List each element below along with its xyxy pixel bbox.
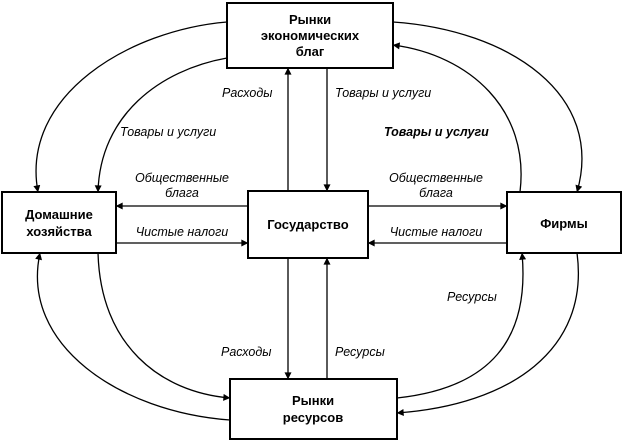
node-households-line2: хозяйства bbox=[26, 224, 92, 239]
edge-resources-to-households-outer bbox=[35, 252, 231, 421]
edge-firms-to-goods-outer bbox=[392, 42, 522, 193]
label-net-taxes-left: Чистые налоги bbox=[136, 225, 229, 239]
edge-goods-to-firms bbox=[392, 21, 583, 193]
node-goods-market-line3: благ bbox=[296, 44, 325, 59]
edge-resources-to-firms-inner bbox=[396, 252, 527, 399]
node-resource-market-line2: ресурсов bbox=[283, 410, 343, 425]
label-resources-bottom: Ресурсы bbox=[335, 345, 385, 359]
label-public-goods-right-line2: блага bbox=[419, 186, 453, 200]
node-firms: Фирмы bbox=[506, 191, 622, 254]
node-firms-line1: Фирмы bbox=[540, 216, 588, 231]
label-expenses-bottom: Расходы bbox=[221, 345, 271, 359]
label-public-goods-left-line2: блага bbox=[165, 186, 199, 200]
edge-firms-to-resources-outer bbox=[396, 252, 579, 417]
node-goods-market-line1: Рынки bbox=[289, 12, 331, 27]
label-resources-right: Ресурсы bbox=[447, 290, 497, 304]
label-public-goods-right-line1: Общественные bbox=[389, 171, 483, 185]
node-households-line1: Домашние bbox=[25, 207, 93, 222]
label-goods-services-right: Товары и услуги bbox=[384, 125, 489, 139]
label-goods-services-top: Товары и услуги bbox=[335, 86, 431, 100]
node-households: Домашние хозяйства bbox=[1, 191, 117, 254]
label-expenses-top: Расходы bbox=[222, 86, 272, 100]
edge-households-to-resources-inner bbox=[97, 251, 231, 401]
node-resource-market-line1: Рынки bbox=[292, 393, 334, 408]
node-state-line1: Государство bbox=[267, 217, 348, 232]
node-resource-market: Рынки ресурсов bbox=[229, 378, 398, 440]
node-state: Государство bbox=[247, 190, 369, 259]
edge-goods-to-households-inner bbox=[94, 57, 228, 193]
node-goods-market: Рынки экономических благ bbox=[226, 2, 394, 69]
label-net-taxes-right: Чистые налоги bbox=[390, 225, 483, 239]
label-public-goods-left-line1: Общественные bbox=[135, 171, 229, 185]
edge-goods-to-households-outer bbox=[33, 21, 228, 193]
node-goods-market-line2: экономических bbox=[261, 28, 360, 43]
label-goods-services-left: Товары и услуги bbox=[120, 125, 216, 139]
